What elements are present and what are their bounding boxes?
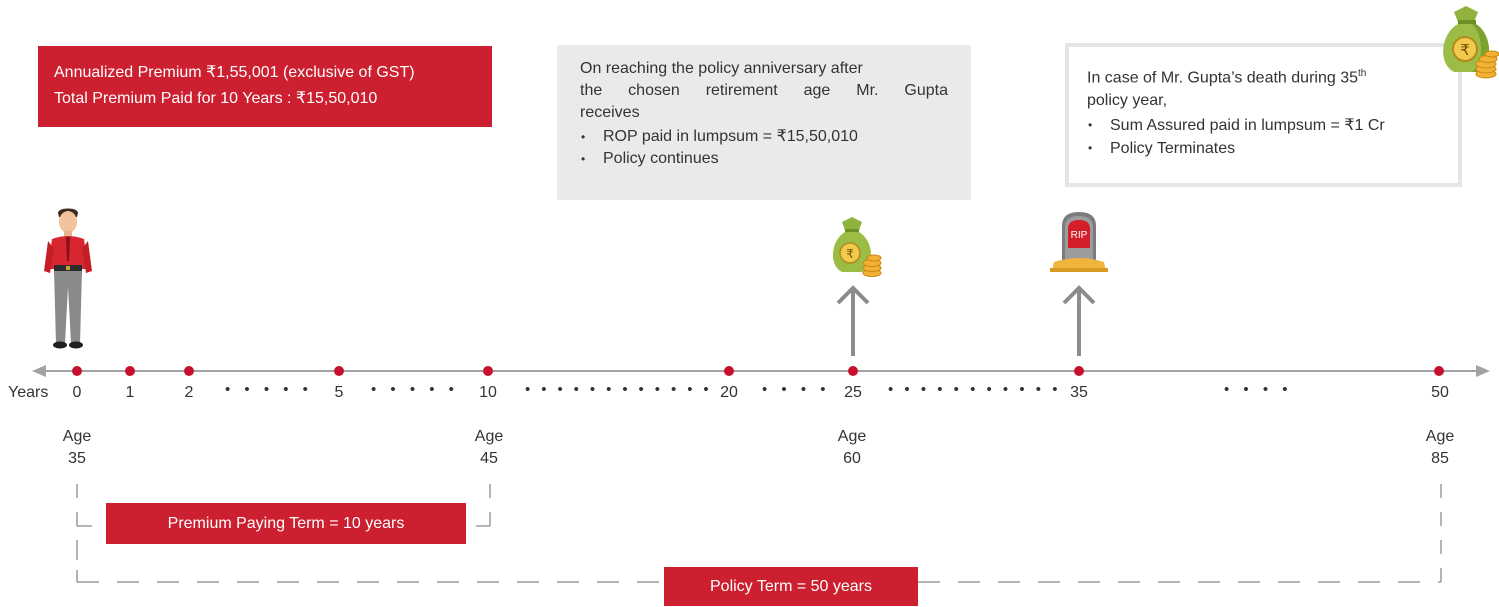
dots-2-5: • • • • • <box>225 381 313 398</box>
annualized-premium-text: Annualized Premium ₹1,55,001 (exclusive … <box>54 64 415 81</box>
death-text-ordinal: th <box>1357 68 1367 79</box>
maturity-money-bag-icon: ₹ <box>832 217 882 277</box>
age-label: Age <box>837 428 867 445</box>
policy-term-label: Policy Term = 50 years <box>710 578 872 595</box>
tick-10: 10 <box>479 384 497 401</box>
years-label: Years <box>8 384 49 401</box>
age-value: 60 <box>843 450 861 467</box>
death-text-line2: policy year, <box>1087 92 1168 110</box>
person-icon <box>44 208 92 349</box>
tick-1: 1 <box>125 384 135 401</box>
age-value: 85 <box>1431 450 1449 467</box>
total-premium-text: Total Premium Paid for 10 Years : ₹15,50… <box>54 90 378 107</box>
age-label: Age <box>1425 428 1455 445</box>
tombstone-icon: RIP <box>1050 212 1108 272</box>
age-60: Age 60 <box>838 426 866 470</box>
dots-20-25: • • • • <box>762 381 831 398</box>
age-85: Age 85 <box>1426 426 1454 470</box>
maturity-arrow <box>836 285 870 356</box>
marker-year-35 <box>1074 366 1084 376</box>
timeline-axis <box>32 365 1490 377</box>
age-value: 45 <box>480 450 498 467</box>
tick-50: 50 <box>1431 384 1449 401</box>
age-label: Age <box>474 428 504 445</box>
marker-year-50 <box>1434 366 1444 376</box>
money-bag-icon: ₹ <box>1443 6 1499 79</box>
premium-summary-box: Annualized Premium ₹1,55,001 (exclusive … <box>38 46 492 127</box>
term-brackets <box>76 484 1442 583</box>
age-45: Age 45 <box>475 426 503 470</box>
tick-25: 25 <box>844 384 862 401</box>
marker-year-10 <box>483 366 493 376</box>
death-bullet-sum-assured: Sum Assured paid in lumpsum = ₹1 Cr <box>1088 114 1458 137</box>
tick-20: 20 <box>720 384 738 401</box>
death-bullet-terminates: Policy Terminates <box>1088 137 1458 160</box>
dots-25-35: • • • • • • • • • • • <box>888 381 1061 398</box>
dots-5-10: • • • • • <box>371 381 459 398</box>
tick-35: 35 <box>1070 384 1088 401</box>
death-benefit-box: In case of Mr. Gupta’s death during 35th… <box>1065 43 1462 187</box>
dots-35-50: • • • • <box>1224 381 1293 398</box>
marker-year-2 <box>184 366 194 376</box>
death-bullet-list: Sum Assured paid in lumpsum = ₹1 Cr Poli… <box>1087 114 1458 160</box>
age-label: Age <box>62 428 92 445</box>
anniversary-bullet-continues: Policy continues <box>581 148 948 170</box>
anniversary-text-line2: the chosen retirement age Mr. Gupta <box>580 82 948 99</box>
tick-2: 2 <box>184 384 194 401</box>
death-arrow <box>1062 285 1096 356</box>
policy-term-badge: Policy Term = 50 years <box>664 567 918 606</box>
marker-year-1 <box>125 366 135 376</box>
death-text-line1-main: In case of Mr. Gupta’s death during 35 <box>1087 69 1358 87</box>
age-value: 35 <box>68 450 86 467</box>
anniversary-benefit-box: On reaching the policy anniversary after… <box>557 45 971 200</box>
dots-10-20: • • • • • • • • • • • • <box>525 381 713 398</box>
tick-5: 5 <box>334 384 344 401</box>
death-text-line1: In case of Mr. Gupta’s death during 35th <box>1087 62 1458 89</box>
anniversary-bullet-list: ROP paid in lumpsum = ₹15,50,010 Policy … <box>580 126 948 170</box>
anniversary-text-line3: receives <box>580 104 640 121</box>
premium-paying-term-label: Premium Paying Term = 10 years <box>167 515 405 532</box>
anniversary-bullet-rop: ROP paid in lumpsum = ₹15,50,010 <box>581 126 948 148</box>
marker-year-20 <box>724 366 734 376</box>
tombstone-label: RIP <box>1071 230 1088 241</box>
rupee-glyph: ₹ <box>1460 41 1470 59</box>
marker-year-0 <box>72 366 82 376</box>
tick-0: 0 <box>72 384 82 401</box>
anniversary-text-line1: On reaching the policy anniversary after <box>580 60 863 77</box>
marker-year-25 <box>848 366 858 376</box>
age-35: Age 35 <box>63 426 91 470</box>
maturity-rupee-glyph: ₹ <box>846 247 854 261</box>
premium-paying-term-badge: Premium Paying Term = 10 years <box>106 503 466 544</box>
marker-year-5 <box>334 366 344 376</box>
